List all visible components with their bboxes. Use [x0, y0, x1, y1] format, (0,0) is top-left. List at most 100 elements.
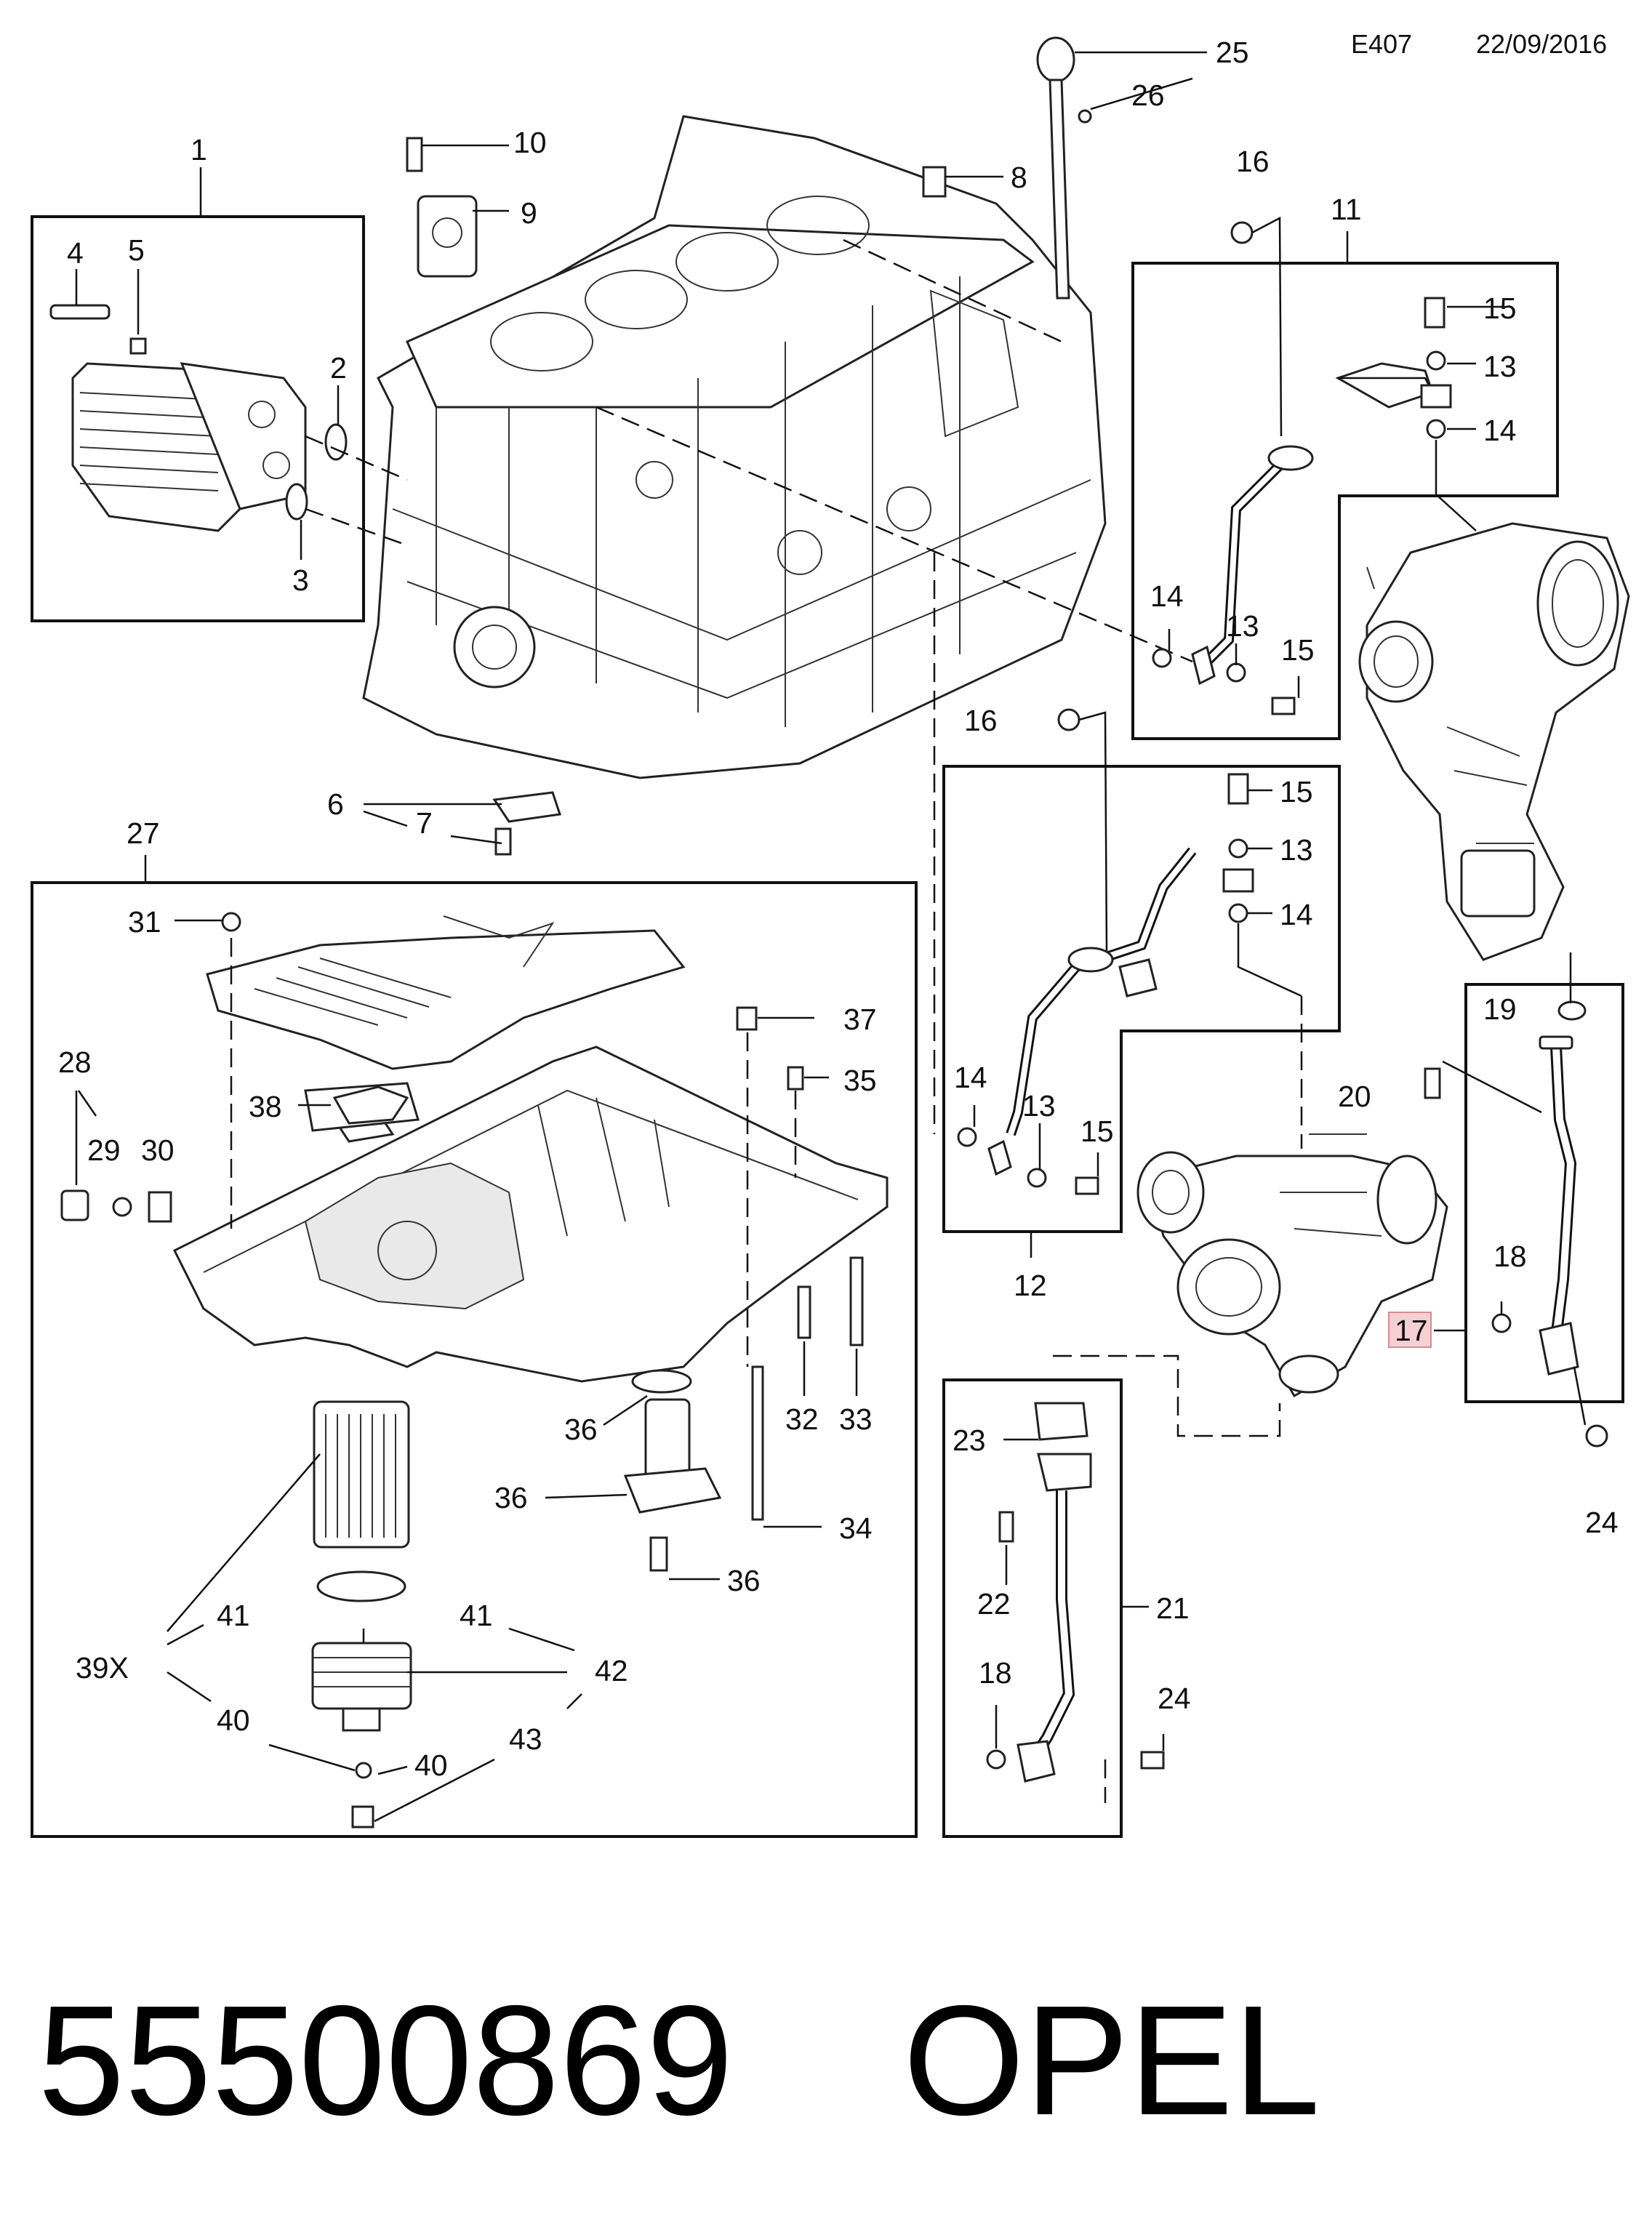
dash-cooler-1	[305, 435, 408, 481]
return-pipe-21-illustration	[986, 1402, 1165, 1783]
feed-pipe-11-illustration	[1152, 297, 1452, 715]
leader-24-a	[1573, 1366, 1587, 1426]
leader-36-b	[545, 1493, 627, 1499]
callout-15-b: 15	[1281, 633, 1315, 667]
turbocharger-lower-illustration	[1136, 1133, 1448, 1398]
callout-1: 1	[191, 133, 207, 166]
leader-40-a	[268, 1743, 356, 1772]
callout-12: 12	[1014, 1269, 1047, 1302]
leader-26	[1090, 77, 1193, 111]
callout-28: 28	[58, 1045, 92, 1079]
return-pipe-17-illustration	[1424, 1000, 1587, 1376]
callout-13-c: 13	[1280, 833, 1313, 867]
bushing-37	[736, 1006, 758, 1031]
callout-43: 43	[509, 1722, 542, 1756]
leader-7	[450, 835, 502, 845]
callout-14-a: 14	[1483, 414, 1517, 447]
group-box-27	[31, 881, 918, 1838]
part-number: 55500869	[38, 1972, 734, 2148]
dowel-35	[787, 1066, 804, 1091]
callout-22: 22	[977, 1587, 1011, 1621]
callout-8: 8	[1011, 161, 1027, 194]
callout-21: 21	[1156, 1591, 1190, 1625]
bolt-31	[221, 912, 241, 932]
callout-18-b: 18	[979, 1656, 1012, 1690]
callout-7: 7	[416, 806, 433, 840]
callout-4: 4	[67, 236, 84, 270]
callout-9: 9	[521, 196, 537, 230]
callout-3: 3	[292, 563, 309, 597]
baffle-plate-illustration	[206, 915, 686, 1070]
callout-16-top: 16	[1236, 145, 1270, 178]
leader-20	[1442, 1060, 1542, 1114]
oil-pump-36-illustration	[623, 1369, 722, 1572]
callout-15-a: 15	[1483, 292, 1517, 325]
callout-37: 37	[843, 1003, 877, 1036]
leader-12-turbo	[1237, 923, 1302, 997]
callout-36-c: 36	[727, 1564, 761, 1597]
bolt-16-mid	[1057, 708, 1080, 731]
callout-38: 38	[249, 1090, 282, 1123]
oil-cooler-illustration	[49, 304, 348, 532]
callout-32: 32	[785, 1402, 819, 1436]
group-box-21	[942, 1378, 1123, 1838]
gasket-38	[332, 1085, 409, 1125]
group-box-11	[1131, 262, 1559, 740]
callout-42: 42	[595, 1654, 628, 1687]
brand-name: OPEL	[903, 1972, 1320, 2148]
leader-16-top	[1251, 216, 1283, 437]
bolt-33	[849, 1256, 864, 1346]
bolt-32	[797, 1285, 811, 1339]
callout-23: 23	[953, 1424, 986, 1457]
dash-cooler-2	[305, 507, 408, 547]
group-box-17	[1464, 983, 1624, 1403]
callout-11: 11	[1331, 193, 1362, 226]
callout-40-a: 40	[217, 1703, 250, 1737]
callout-18-a: 18	[1493, 1240, 1527, 1273]
callout-25: 25	[1216, 36, 1249, 69]
callout-41-a: 41	[217, 1599, 250, 1632]
engine-block-illustration	[362, 115, 1107, 779]
leader-43	[566, 1693, 582, 1709]
callout-14-c: 14	[1280, 898, 1313, 931]
oil-filter-illustration	[311, 1400, 412, 1828]
callout-10: 10	[513, 126, 547, 159]
stud-34	[751, 1365, 764, 1521]
leader-28b	[77, 1090, 97, 1117]
callout-13-b: 13	[1226, 609, 1259, 643]
callout-31: 31	[128, 905, 161, 939]
group-box-1	[31, 215, 365, 622]
callout-36-b: 36	[494, 1481, 528, 1514]
bracket-6-illustration	[492, 791, 561, 856]
callout-6: 6	[327, 787, 344, 821]
callout-15-d: 15	[1080, 1115, 1114, 1148]
leader-40-b	[377, 1765, 408, 1775]
callout-40-b: 40	[414, 1749, 448, 1782]
callout-13-d: 13	[1022, 1089, 1056, 1123]
group-box-12	[942, 765, 1341, 1233]
leader-39-41	[167, 1623, 204, 1646]
callout-14-b: 14	[1150, 579, 1184, 613]
feed-pipe-12-illustration	[957, 773, 1254, 1195]
leader-6b	[363, 810, 408, 827]
bolt-24-a	[1585, 1424, 1608, 1448]
callout-24-b: 24	[1158, 1682, 1191, 1715]
drain-plug-illustration	[60, 1189, 172, 1223]
callout-17-highlight	[1388, 1312, 1432, 1348]
callout-29: 29	[87, 1133, 121, 1167]
leader-39-filter	[167, 1453, 321, 1632]
callout-34: 34	[839, 1512, 873, 1545]
callout-39x: 39X	[76, 1651, 129, 1685]
leader-41-42	[508, 1627, 575, 1652]
callout-2: 2	[330, 351, 347, 385]
callout-24-a: 24	[1585, 1506, 1619, 1539]
callout-20: 20	[1338, 1080, 1371, 1113]
leader-43-40	[374, 1758, 495, 1823]
callout-30: 30	[141, 1133, 175, 1167]
callout-36-a: 36	[564, 1413, 598, 1446]
diagram-date: 22/09/2016	[1476, 29, 1607, 59]
leader-16-mid	[1078, 711, 1108, 953]
diagram-code: E407	[1351, 29, 1412, 59]
callout-14-d: 14	[954, 1061, 987, 1094]
callout-19: 19	[1483, 992, 1517, 1026]
